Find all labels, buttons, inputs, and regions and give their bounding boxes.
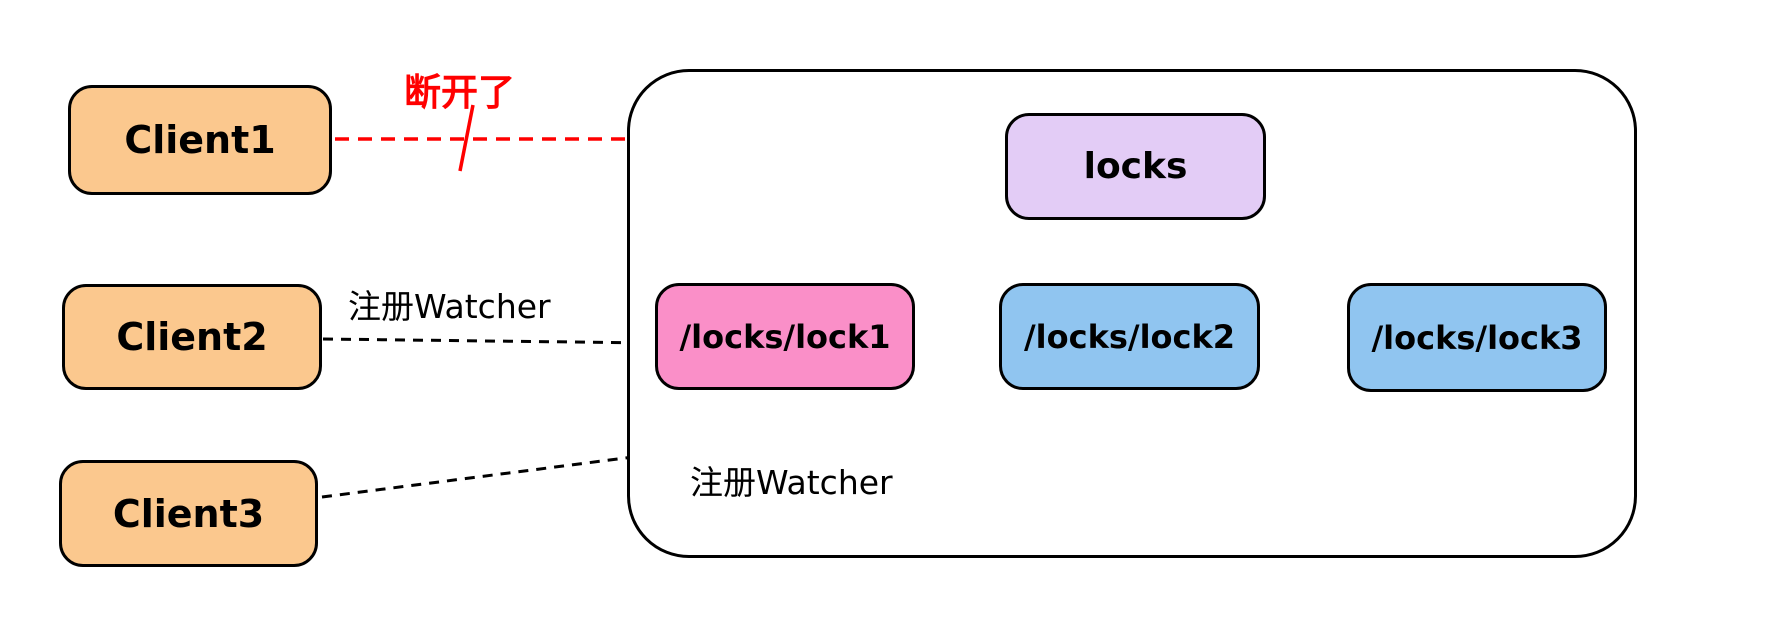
client3-node: Client3	[59, 460, 318, 567]
watcher-line-client2	[322, 337, 657, 345]
lock1-label: /locks/lock1	[679, 317, 891, 356]
locks-root-label: locks	[1083, 146, 1188, 187]
client2-label: Client2	[116, 315, 268, 359]
lock3-label: /locks/lock3	[1371, 318, 1583, 357]
lock1-node: /locks/lock1	[655, 283, 915, 390]
lock2-label: /locks/lock2	[1023, 317, 1236, 356]
register-watcher-annotation-client2: 注册Watcher	[348, 287, 551, 326]
lock2-node: /locks/lock2	[999, 283, 1260, 390]
client1-label: Client1	[124, 118, 276, 162]
client1-node: Client1	[68, 85, 332, 195]
disconnected-annotation: 断开了	[404, 71, 515, 114]
client2-node: Client2	[62, 284, 322, 390]
lock3-node: /locks/lock3	[1347, 283, 1607, 392]
locks-root-node: locks	[1005, 113, 1266, 220]
register-watcher-annotation-client3: 注册Watcher	[690, 463, 893, 502]
client3-label: Client3	[112, 491, 265, 536]
